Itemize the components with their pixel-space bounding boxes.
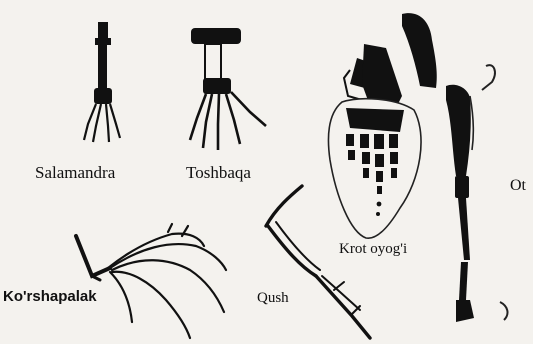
toshbaqa-limb [190, 28, 266, 150]
salamandra-label: Salamandra [35, 164, 115, 181]
salamandra-limb [84, 22, 120, 142]
krot-label: Krot oyog'i [339, 242, 407, 257]
qush-label: Qush [257, 291, 289, 306]
toshbaqa-label: Toshbaqa [186, 164, 251, 181]
korshapalak-wing [76, 224, 226, 338]
krot-limb [329, 44, 422, 238]
ot-label: Ot [510, 178, 526, 194]
korshapalak-label: Ko'rshapalak [3, 289, 97, 304]
